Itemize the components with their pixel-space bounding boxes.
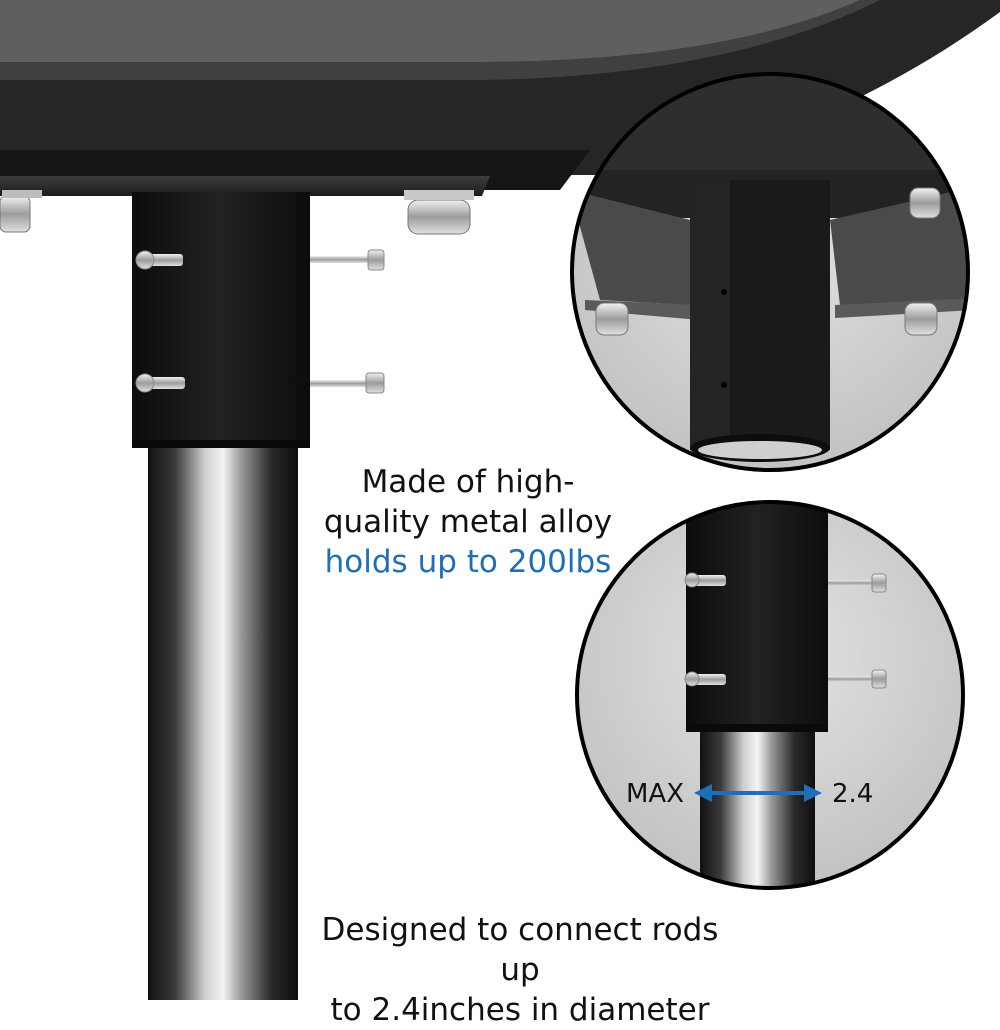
caption-compatibility: Designed to connect rods up to 2.4inches… [300, 910, 740, 1030]
double-headed-arrow-icon [694, 784, 822, 802]
caption-material: Made of high- quality metal alloy holds … [318, 462, 618, 582]
sleeve-screw-lower-right [310, 372, 385, 394]
main-sleeve [132, 192, 310, 448]
plate-bolt-left [0, 190, 42, 233]
plate-bolt-right [404, 190, 474, 235]
caption-compatibility-line2: to 2.4inches in diameter [330, 992, 710, 1028]
measurement-value-label: 2.4 [832, 779, 874, 809]
caption-capacity: holds up to 200lbs [324, 544, 612, 580]
sleeve-screw-lower-left [135, 373, 185, 393]
sleeve-screw-upper-left [135, 250, 183, 270]
main-pole [148, 445, 298, 1000]
caption-material-line1: Made of high- [361, 464, 575, 500]
caption-compatibility-line1: Designed to connect rods up [321, 912, 719, 988]
detail-circle-sleeve-side [575, 500, 965, 890]
sleeve-screw-upper-right [310, 249, 385, 271]
measurement-max-label: MAX [626, 779, 685, 809]
caption-material-line2: quality metal alloy [323, 504, 613, 540]
product-illustration [0, 0, 1000, 1000]
mounting-plate [0, 176, 490, 196]
